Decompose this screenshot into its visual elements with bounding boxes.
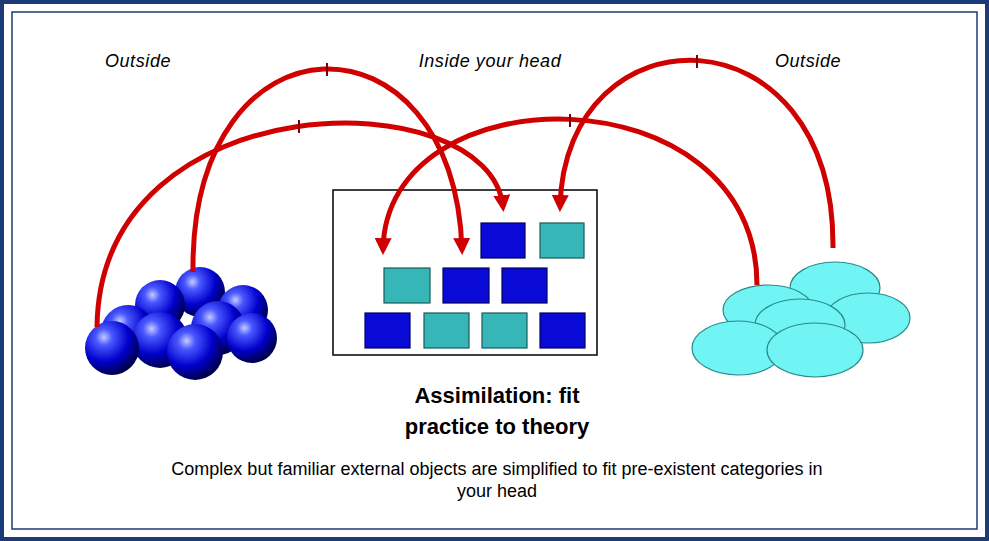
blue-sphere — [227, 313, 277, 363]
region-label: Inside your head — [419, 50, 562, 72]
arc-tick — [326, 63, 328, 76]
assimilation-arrows — [97, 60, 833, 327]
red-arrow — [193, 69, 462, 272]
blue-sphere-cluster — [85, 267, 277, 380]
blue-square — [540, 313, 585, 348]
category-squares — [365, 223, 585, 348]
cyan-disc — [767, 323, 863, 377]
inner-frame — [12, 12, 977, 529]
teal-square — [384, 268, 430, 303]
blue-square — [502, 268, 547, 303]
blue-square — [481, 223, 525, 258]
teal-square — [482, 313, 527, 348]
region-label: Outside — [775, 50, 841, 72]
blue-square — [443, 268, 489, 303]
teal-square — [540, 223, 584, 258]
diagram-caption: Complex but familiar external objects ar… — [157, 458, 837, 502]
blue-sphere — [167, 324, 223, 380]
arc-tick — [696, 55, 698, 68]
mind-box — [333, 190, 597, 355]
blue-sphere — [85, 321, 139, 375]
blue-square — [365, 313, 410, 348]
arc-tick — [569, 114, 571, 127]
teal-square — [424, 313, 469, 348]
diagram-title: Assimilation: fit practice to theory — [372, 380, 622, 442]
red-arrow — [560, 60, 833, 248]
arc-tick — [298, 120, 300, 133]
region-label: Outside — [105, 50, 171, 72]
red-arrow — [383, 119, 757, 285]
cyan-disc-cluster — [692, 262, 910, 377]
